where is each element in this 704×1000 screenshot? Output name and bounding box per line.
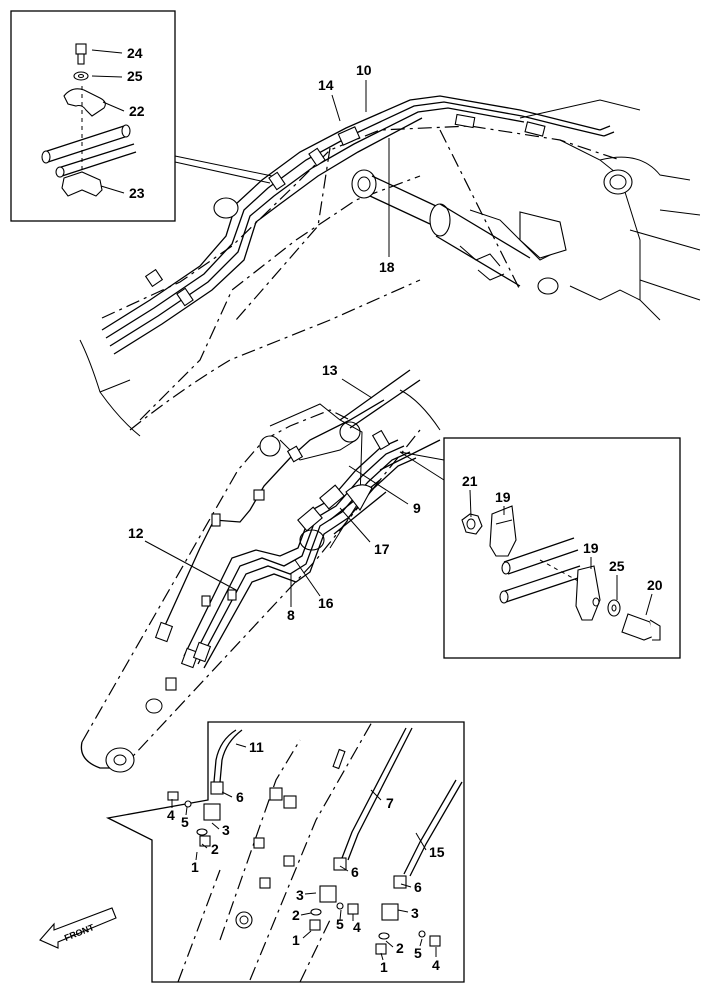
callout-label-c23: 23: [129, 185, 145, 201]
boom-hose-set-upper: [101, 95, 615, 355]
callout-label-c3c: 3: [411, 905, 419, 921]
clamp-pipe-upper: [43, 125, 129, 163]
clamp-pipe-lower: [57, 143, 137, 177]
leader-line-c22: [102, 101, 125, 112]
callout-label-c1a: 1: [191, 859, 199, 875]
callout-label-c3b: 3: [296, 887, 304, 903]
leader-line-c1a: [195, 851, 198, 861]
leader-line-c3a: [211, 822, 220, 830]
leader-line-c9: [348, 465, 409, 505]
leader-line-c21: [469, 489, 472, 518]
leader-line-c2a: [201, 843, 208, 849]
callout-label-c21: 21: [462, 473, 478, 489]
callout-label-c11: 11: [249, 739, 264, 755]
callout-label-c17: 17: [374, 541, 390, 557]
clamp-19-top: [489, 505, 517, 557]
leader-line-c1c: [380, 952, 384, 961]
clamp-detail-box: [10, 10, 273, 222]
leader-line-c7: [370, 789, 382, 801]
callout-label-c12: 12: [128, 525, 144, 541]
arm-assembly: [80, 369, 441, 773]
clamp-19-bottom: [575, 565, 601, 621]
callout-label-c1c: 1: [380, 959, 388, 975]
fitting-group-right: [375, 875, 441, 955]
bolt-24-head: [75, 43, 87, 55]
leader-line-c3c: [397, 909, 409, 913]
callout-label-c4c: 4: [432, 957, 440, 973]
arm-hose-set: [154, 399, 417, 691]
callout-label-c8: 8: [287, 607, 295, 623]
callout-label-c4a: 4: [167, 807, 175, 823]
arm-pin: [213, 197, 239, 219]
leader-line-c15: [415, 832, 427, 851]
boom-assembly: [79, 95, 701, 437]
leader-line-c5a: [185, 806, 188, 816]
leader-line-c2c: [385, 940, 394, 948]
nut-21: [461, 513, 483, 535]
leader-line-c2b: [300, 912, 312, 916]
leader-line-c6a: [221, 791, 233, 798]
leader-line-c6b: [339, 865, 349, 872]
fitting-detail-box: [105, 721, 465, 983]
leader-line-c5b: [339, 909, 342, 921]
callout-label-c14: 14: [318, 77, 334, 93]
callout-label-c2b: 2: [292, 907, 300, 923]
fitting-group-left: [167, 781, 224, 847]
callout-label-c13: 13: [322, 362, 338, 378]
callout-label-c5a: 5: [181, 814, 189, 830]
leader-line-c14: [331, 94, 341, 122]
leader-line-c20: [645, 593, 653, 616]
callout-label-c6a: 6: [236, 789, 244, 805]
leader-line-c13: [341, 378, 373, 399]
boom-foot-pin: [603, 169, 633, 195]
clamp-22: [63, 88, 106, 117]
callout-label-c6b: 6: [351, 864, 359, 880]
leader-line-c11: [235, 743, 247, 748]
callout-label-c5c: 5: [414, 945, 422, 961]
bolt-24-shank: [77, 53, 85, 65]
bolt-20: [621, 613, 655, 641]
leader-line-c17: [339, 507, 371, 543]
leader-line-c23: [100, 185, 125, 194]
leader-line-c25: [91, 75, 123, 78]
callout-label-c1b: 1: [292, 932, 300, 948]
callout-label-c7: 7: [386, 795, 394, 811]
leader-line-c5c: [419, 938, 423, 947]
leader-line-c3b: [304, 892, 317, 895]
callout-label-c24: 24: [127, 45, 143, 61]
callout-label-c10: 10: [356, 62, 372, 78]
callout-label-c20: 20: [647, 577, 663, 593]
leader-line-c16: [294, 559, 321, 597]
callout-label-c19b: 19: [583, 540, 599, 556]
callout-label-c5b: 5: [336, 916, 344, 932]
arm-bucket-pin: [105, 747, 135, 773]
front-arrow-icon: [39, 907, 117, 949]
callout-label-c3a: 3: [222, 822, 230, 838]
boom-cylinder: [351, 169, 567, 295]
leader-line-c24: [91, 49, 123, 54]
fitting-group-middle: [309, 857, 359, 931]
callout-label-c2a: 2: [211, 841, 219, 857]
callout-label-c4b: 4: [353, 919, 361, 935]
callout-label-c16: 16: [318, 595, 334, 611]
callout-label-c18: 18: [379, 259, 395, 275]
callout-label-c15: 15: [429, 844, 445, 860]
leader-line-c1b: [302, 930, 312, 939]
washer-25-right: [607, 599, 621, 617]
front-arrow: FRONT: [39, 907, 117, 949]
clamp-23: [61, 171, 103, 197]
callout-label-c19a: 19: [495, 489, 511, 505]
callout-label-c6c: 6: [414, 879, 422, 895]
callout-label-c22: 22: [129, 103, 145, 119]
callout-label-c25: 25: [127, 68, 143, 84]
clamp-detail-box-right: [399, 437, 681, 659]
callout-label-c9: 9: [413, 500, 421, 516]
leader-line-c6c: [400, 883, 412, 888]
callout-label-c25b: 25: [609, 558, 625, 574]
callout-label-c2c: 2: [396, 940, 404, 956]
leader-line-c12: [144, 540, 237, 591]
